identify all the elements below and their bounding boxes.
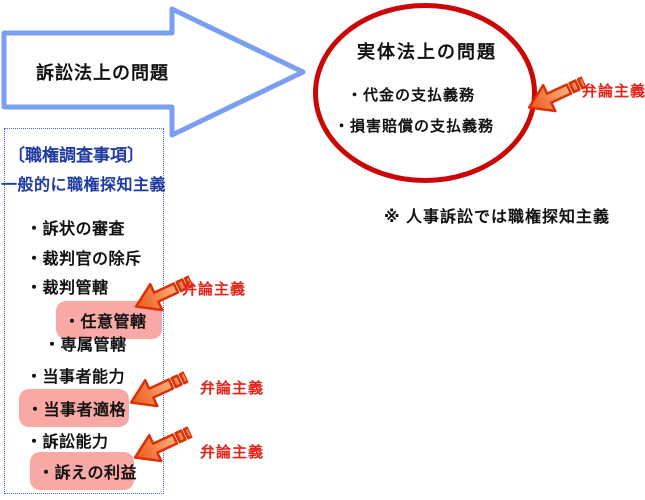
substantive-law-ellipse [313, 3, 537, 183]
annotation-label: 弁論主義 [200, 380, 265, 397]
list-item-highlighted: ・当事者適格 [19, 389, 129, 427]
list-item: ・裁判官の除斥 [26, 251, 142, 268]
annotation-label: 弁論主義 [582, 83, 645, 100]
panel-subtitle: 一般的に職権探知主義 [1, 177, 167, 194]
list-item: ・当事者能力 [26, 369, 126, 386]
ex-officio-panel [4, 128, 164, 494]
striped-arrow-icon [129, 371, 190, 408]
striped-arrow-icon [134, 275, 195, 312]
list-item: ・裁判管轄 [26, 280, 109, 297]
big-right-arrow-shape [1, 6, 306, 138]
list-item-highlighted: ・訴えの利益 [30, 452, 137, 490]
list-item: ・専属管轄 [44, 337, 127, 354]
annotation-label: 弁論主義 [182, 281, 247, 298]
ellipse-item: ・代金の支払義務 [347, 87, 476, 104]
annotation-label: 弁論主義 [200, 444, 265, 461]
ellipse-item: ・損害賠償の支払義務 [334, 118, 495, 135]
note-text: ※ 人事訴訟では職権探知主義 [384, 209, 611, 226]
list-item: ・訴訟能力 [26, 434, 109, 451]
big-arrow-label: 訴訟法上の問題 [36, 63, 169, 83]
ellipse-title: 実体法上の問題 [357, 42, 497, 62]
striped-arrow-icon [133, 426, 194, 463]
panel-title: 〔職権調査事項〕 [8, 146, 144, 165]
list-item: ・訴状の審査 [26, 221, 126, 238]
striped-arrow-icon [527, 76, 588, 113]
